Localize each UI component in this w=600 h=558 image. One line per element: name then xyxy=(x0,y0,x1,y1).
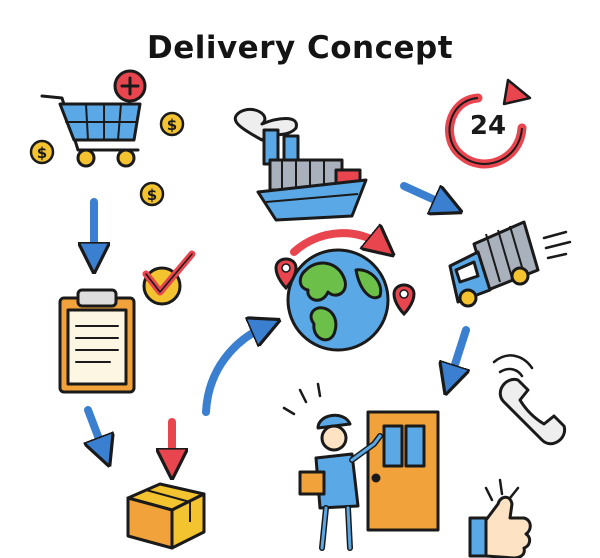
dollar-coin-icon: $ xyxy=(29,139,55,165)
dollar-coin-icon: $ xyxy=(159,111,185,137)
location-pin-icon xyxy=(274,257,298,291)
arrow-icon xyxy=(88,406,104,452)
arrow-icon xyxy=(450,326,466,380)
page-title: Delivery Concept xyxy=(146,30,454,66)
phone-icon xyxy=(492,354,567,446)
add-plus-icon xyxy=(113,69,147,103)
shopping-cart-icon xyxy=(40,94,142,168)
courier-icon xyxy=(282,382,383,551)
cargo-ship-icon xyxy=(233,107,368,222)
package-box-icon xyxy=(126,482,206,550)
svg-text:$: $ xyxy=(37,144,47,162)
svg-text:$: $ xyxy=(167,116,177,134)
door-icon xyxy=(366,410,440,532)
location-pin-icon xyxy=(392,283,416,317)
svg-text:$: $ xyxy=(147,186,157,204)
dollar-coin-icon: $ xyxy=(139,181,165,207)
globe-icon xyxy=(286,248,390,352)
clock-label: 24 xyxy=(470,111,506,141)
arrow-icon xyxy=(202,326,266,416)
arrow-icon xyxy=(290,233,382,252)
delivery-truck-icon xyxy=(448,220,572,308)
clipboard-icon xyxy=(58,288,136,394)
checkmark-icon xyxy=(142,250,196,306)
arrow-icon xyxy=(400,182,448,206)
thumbs-up-icon xyxy=(468,478,532,558)
clock-24-icon: 24 xyxy=(445,78,532,169)
